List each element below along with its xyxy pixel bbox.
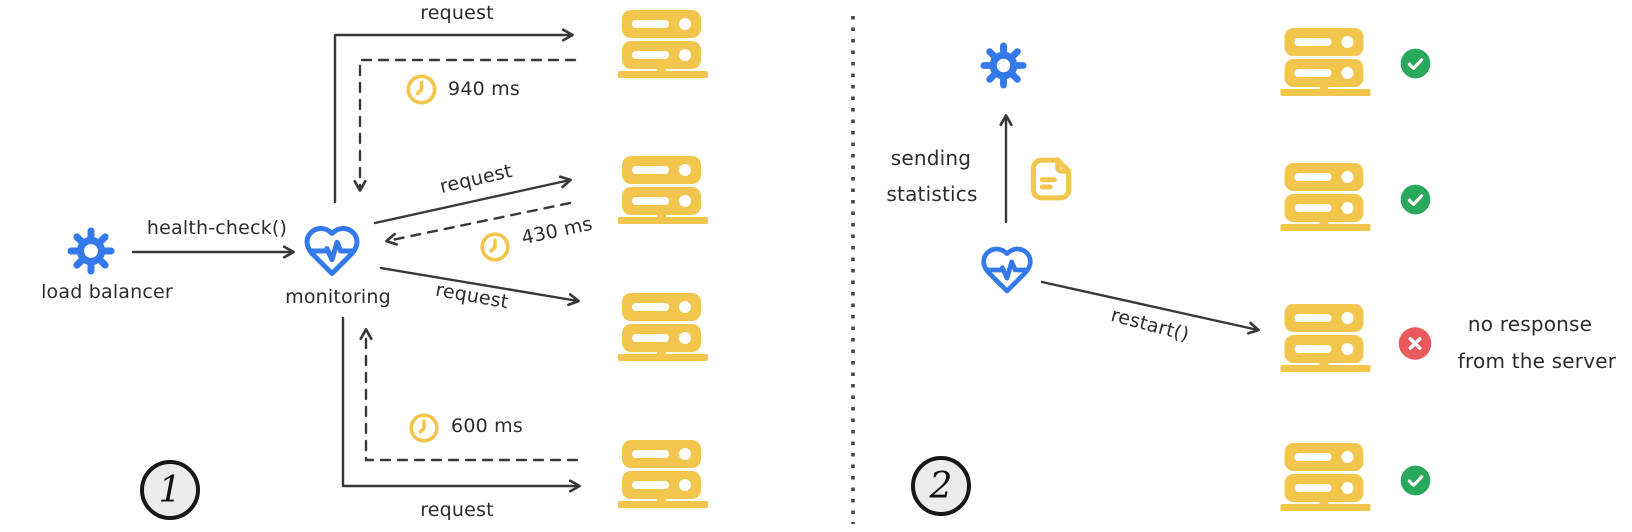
load-balancer-gear-icon [980,42,1027,89]
monitoring-heart-icon [302,221,362,281]
server-icon [1280,304,1371,372]
server-icon [1280,443,1371,511]
statistics-file-icon [1022,150,1080,208]
check-icon [1400,48,1431,79]
health-check-label: health-check() [146,217,288,239]
sending-statistics-label: statistics [886,182,978,206]
check-icon [1400,465,1431,496]
monitoring-label: monitoring [285,286,391,308]
clock-icon [405,73,438,106]
server-icon [618,440,708,508]
request-label: request [420,499,494,521]
request-label: request [420,2,494,24]
timing-label: 600 ms [451,415,523,437]
server-icon [618,293,708,361]
load-balancer-label: load balancer [41,281,173,303]
arrow-response-top [353,58,577,192]
arrow-request-bottom [341,316,581,493]
arrow-request-mid-up [373,175,572,225]
server-icon [618,10,708,78]
arrow-response-bottom [359,328,579,462]
timing-label: 940 ms [448,78,520,100]
no-response-label: from the server [1457,349,1617,373]
clock-icon [479,231,511,263]
step-2-badge: 2 [911,456,971,516]
no-response-label: no response [1467,312,1593,336]
step-1-number: 1 [158,469,182,511]
step-2-number: 2 [929,465,953,507]
server-icon [618,156,708,224]
server-icon [1280,28,1371,96]
check-icon [1400,184,1431,215]
cross-icon [1398,326,1432,361]
arrow-response-mid [385,201,572,246]
arrow-request-mid-down [379,266,580,307]
server-icon [1280,163,1371,231]
monitoring-heart-icon [979,242,1035,298]
arrow-restart [1040,280,1260,335]
arrow-request-top [333,28,574,204]
step-1-badge: 1 [140,460,200,520]
sending-statistics-label: sending [890,146,972,170]
clock-icon [408,412,440,444]
load-balancer-gear-icon [67,227,115,275]
